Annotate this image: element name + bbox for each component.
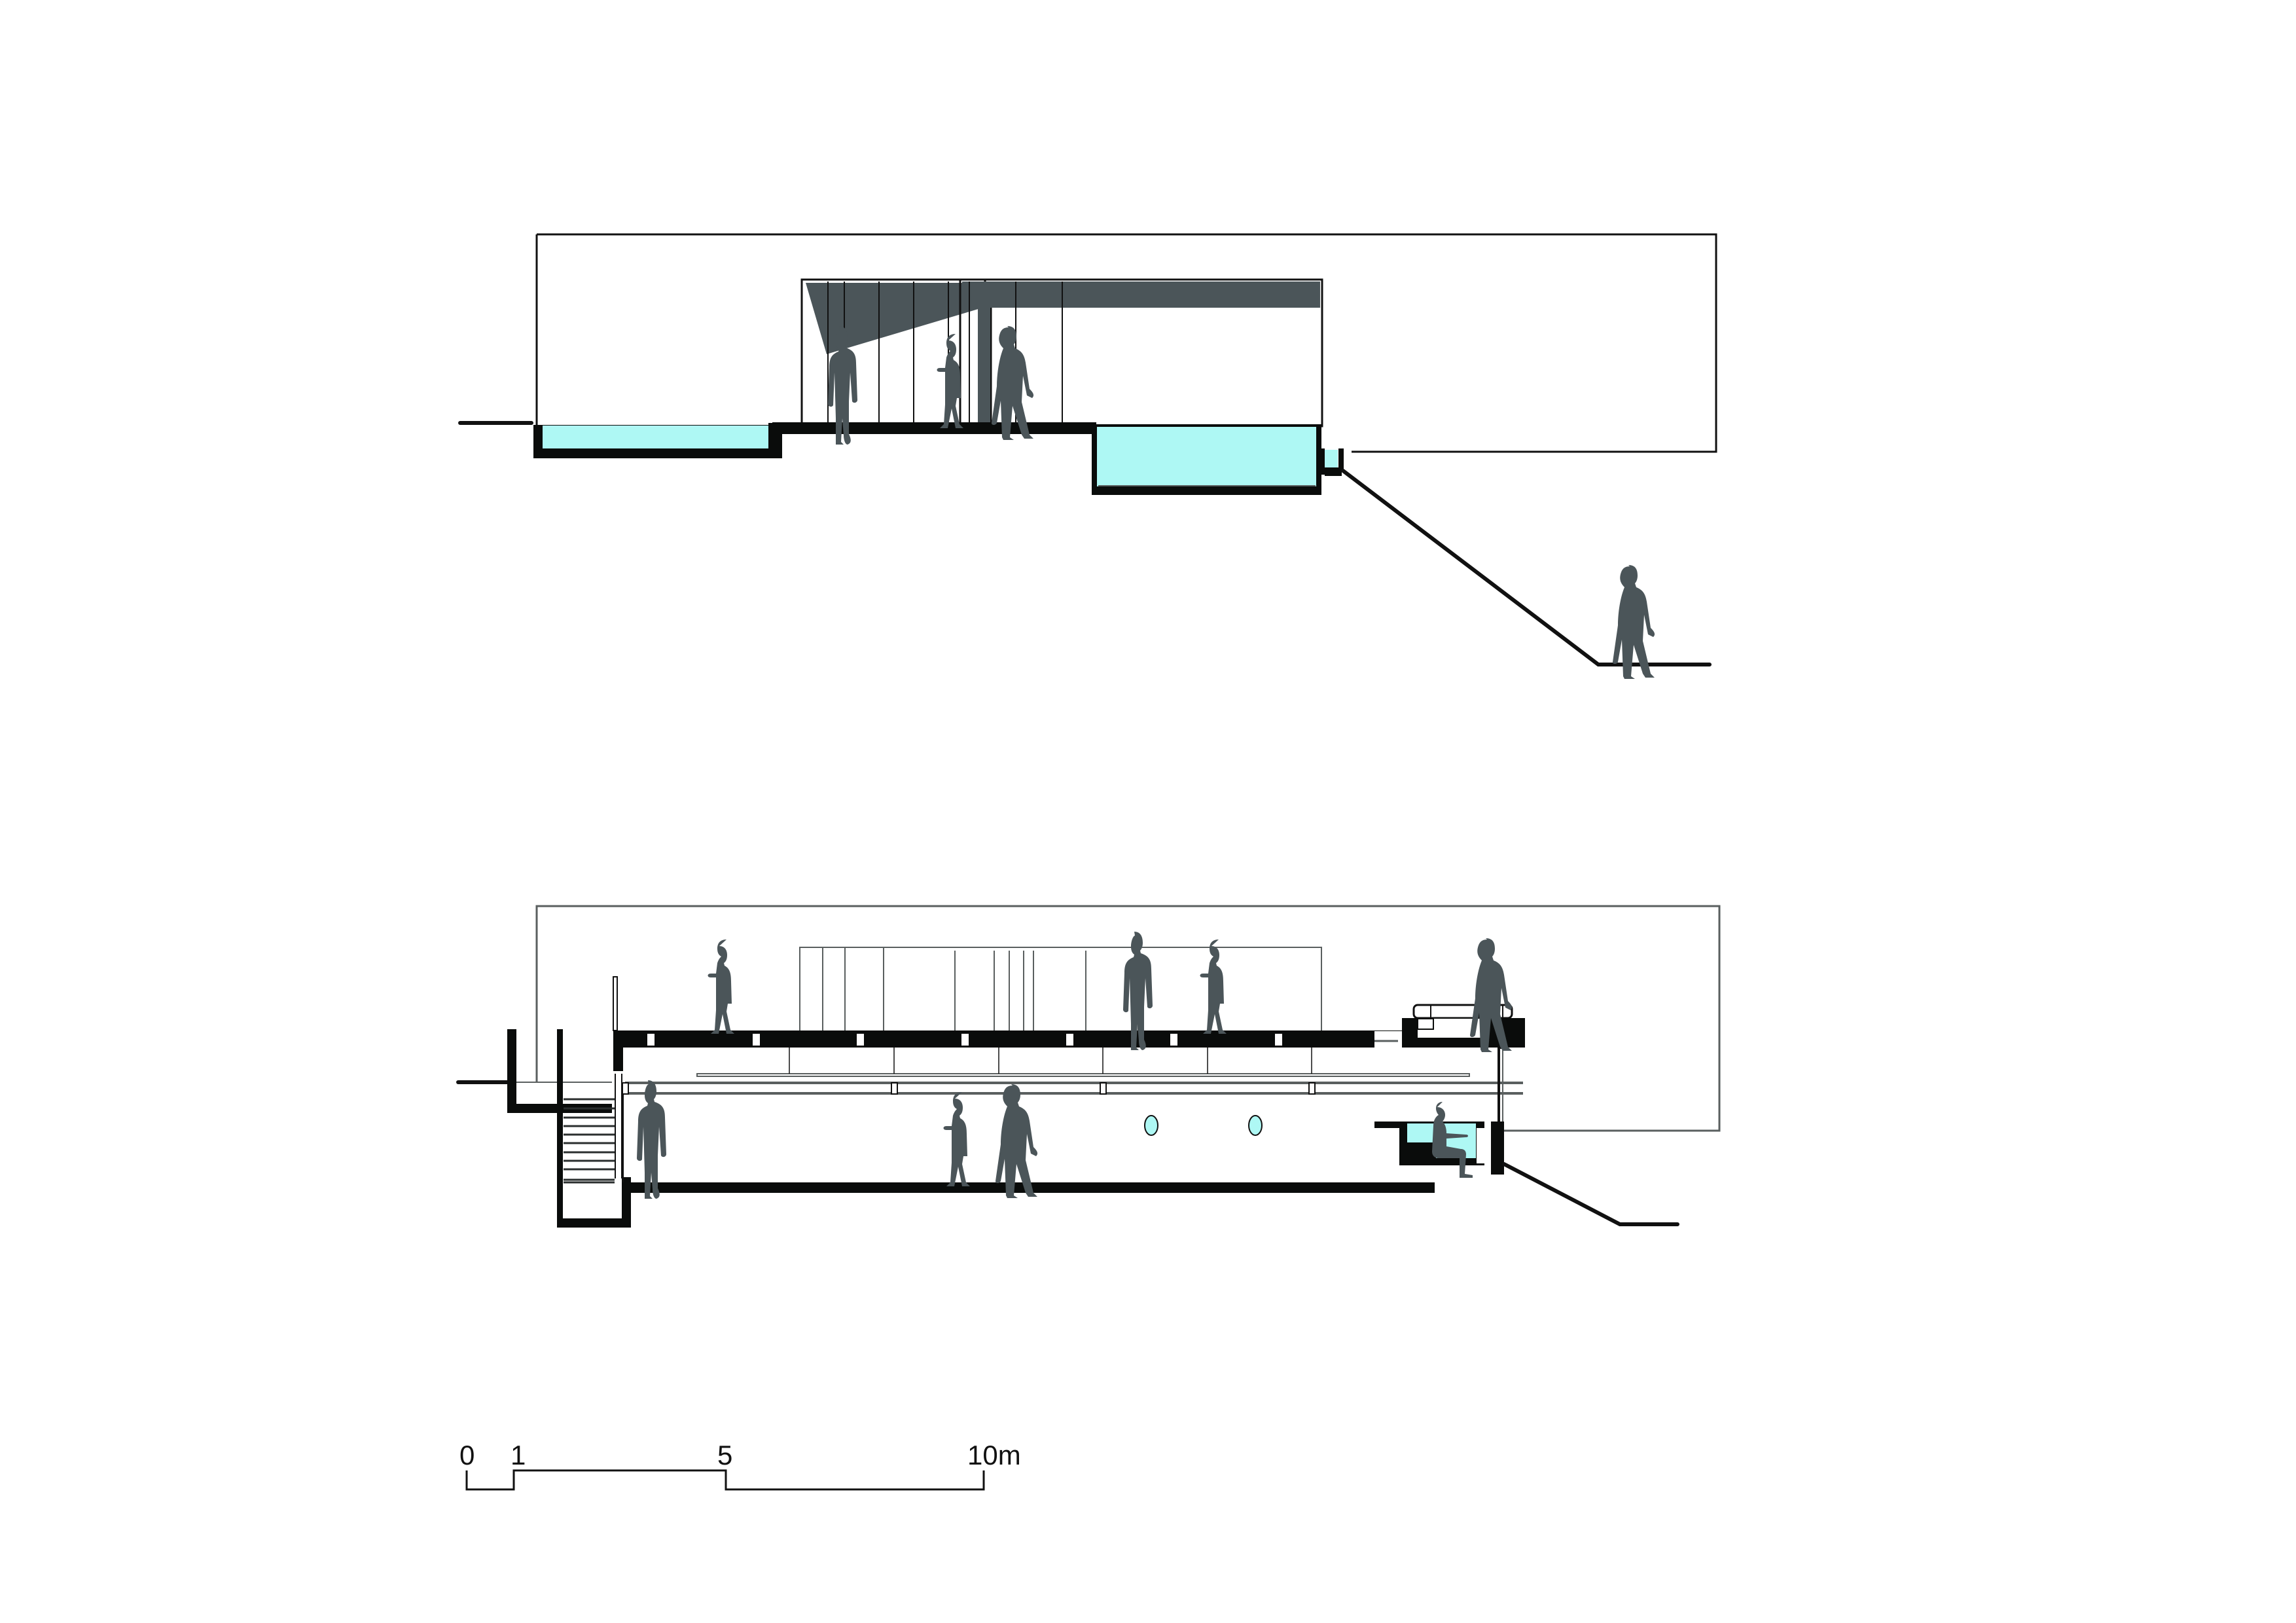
overflow-channel xyxy=(1317,448,1344,476)
scale-bar xyxy=(465,1469,985,1491)
upper-deck-slab xyxy=(613,1030,1524,1071)
stair xyxy=(564,1098,615,1184)
lower-section xyxy=(456,905,1721,1228)
scale-label-5: 5 xyxy=(717,1440,733,1470)
ground-slope xyxy=(1341,469,1712,666)
person-hall-walker-icon xyxy=(996,1084,1038,1198)
right-terrace xyxy=(1374,1004,1525,1049)
scale-label-0: 0 xyxy=(459,1440,475,1470)
upper-envelope-outline xyxy=(537,233,1717,453)
scale-label-10m: 10m xyxy=(967,1440,1021,1470)
lower-envelope-outline xyxy=(535,905,1721,1132)
scale-label-1: 1 xyxy=(511,1440,526,1470)
left-reflecting-pool xyxy=(533,423,782,458)
person-hall-child-icon xyxy=(943,1092,970,1186)
person-stair-icon xyxy=(637,1080,666,1199)
person-walking-slope-icon xyxy=(1613,565,1655,679)
right-reflecting-pool xyxy=(1092,424,1321,495)
lower-ground-slope xyxy=(1502,1162,1679,1226)
upper-glass-screen xyxy=(799,947,1322,1032)
pavilion-floor-slab xyxy=(772,422,1096,434)
left-railing xyxy=(613,976,618,1031)
person-deck-left-icon xyxy=(708,939,734,1034)
upper-section xyxy=(458,233,1717,679)
retaining-walls xyxy=(507,1029,631,1228)
round-window-icon xyxy=(1248,1115,1263,1136)
ceiling-band xyxy=(622,1048,1523,1095)
person-deck-carrier-icon xyxy=(1200,939,1227,1034)
round-window-icon xyxy=(1144,1115,1158,1136)
